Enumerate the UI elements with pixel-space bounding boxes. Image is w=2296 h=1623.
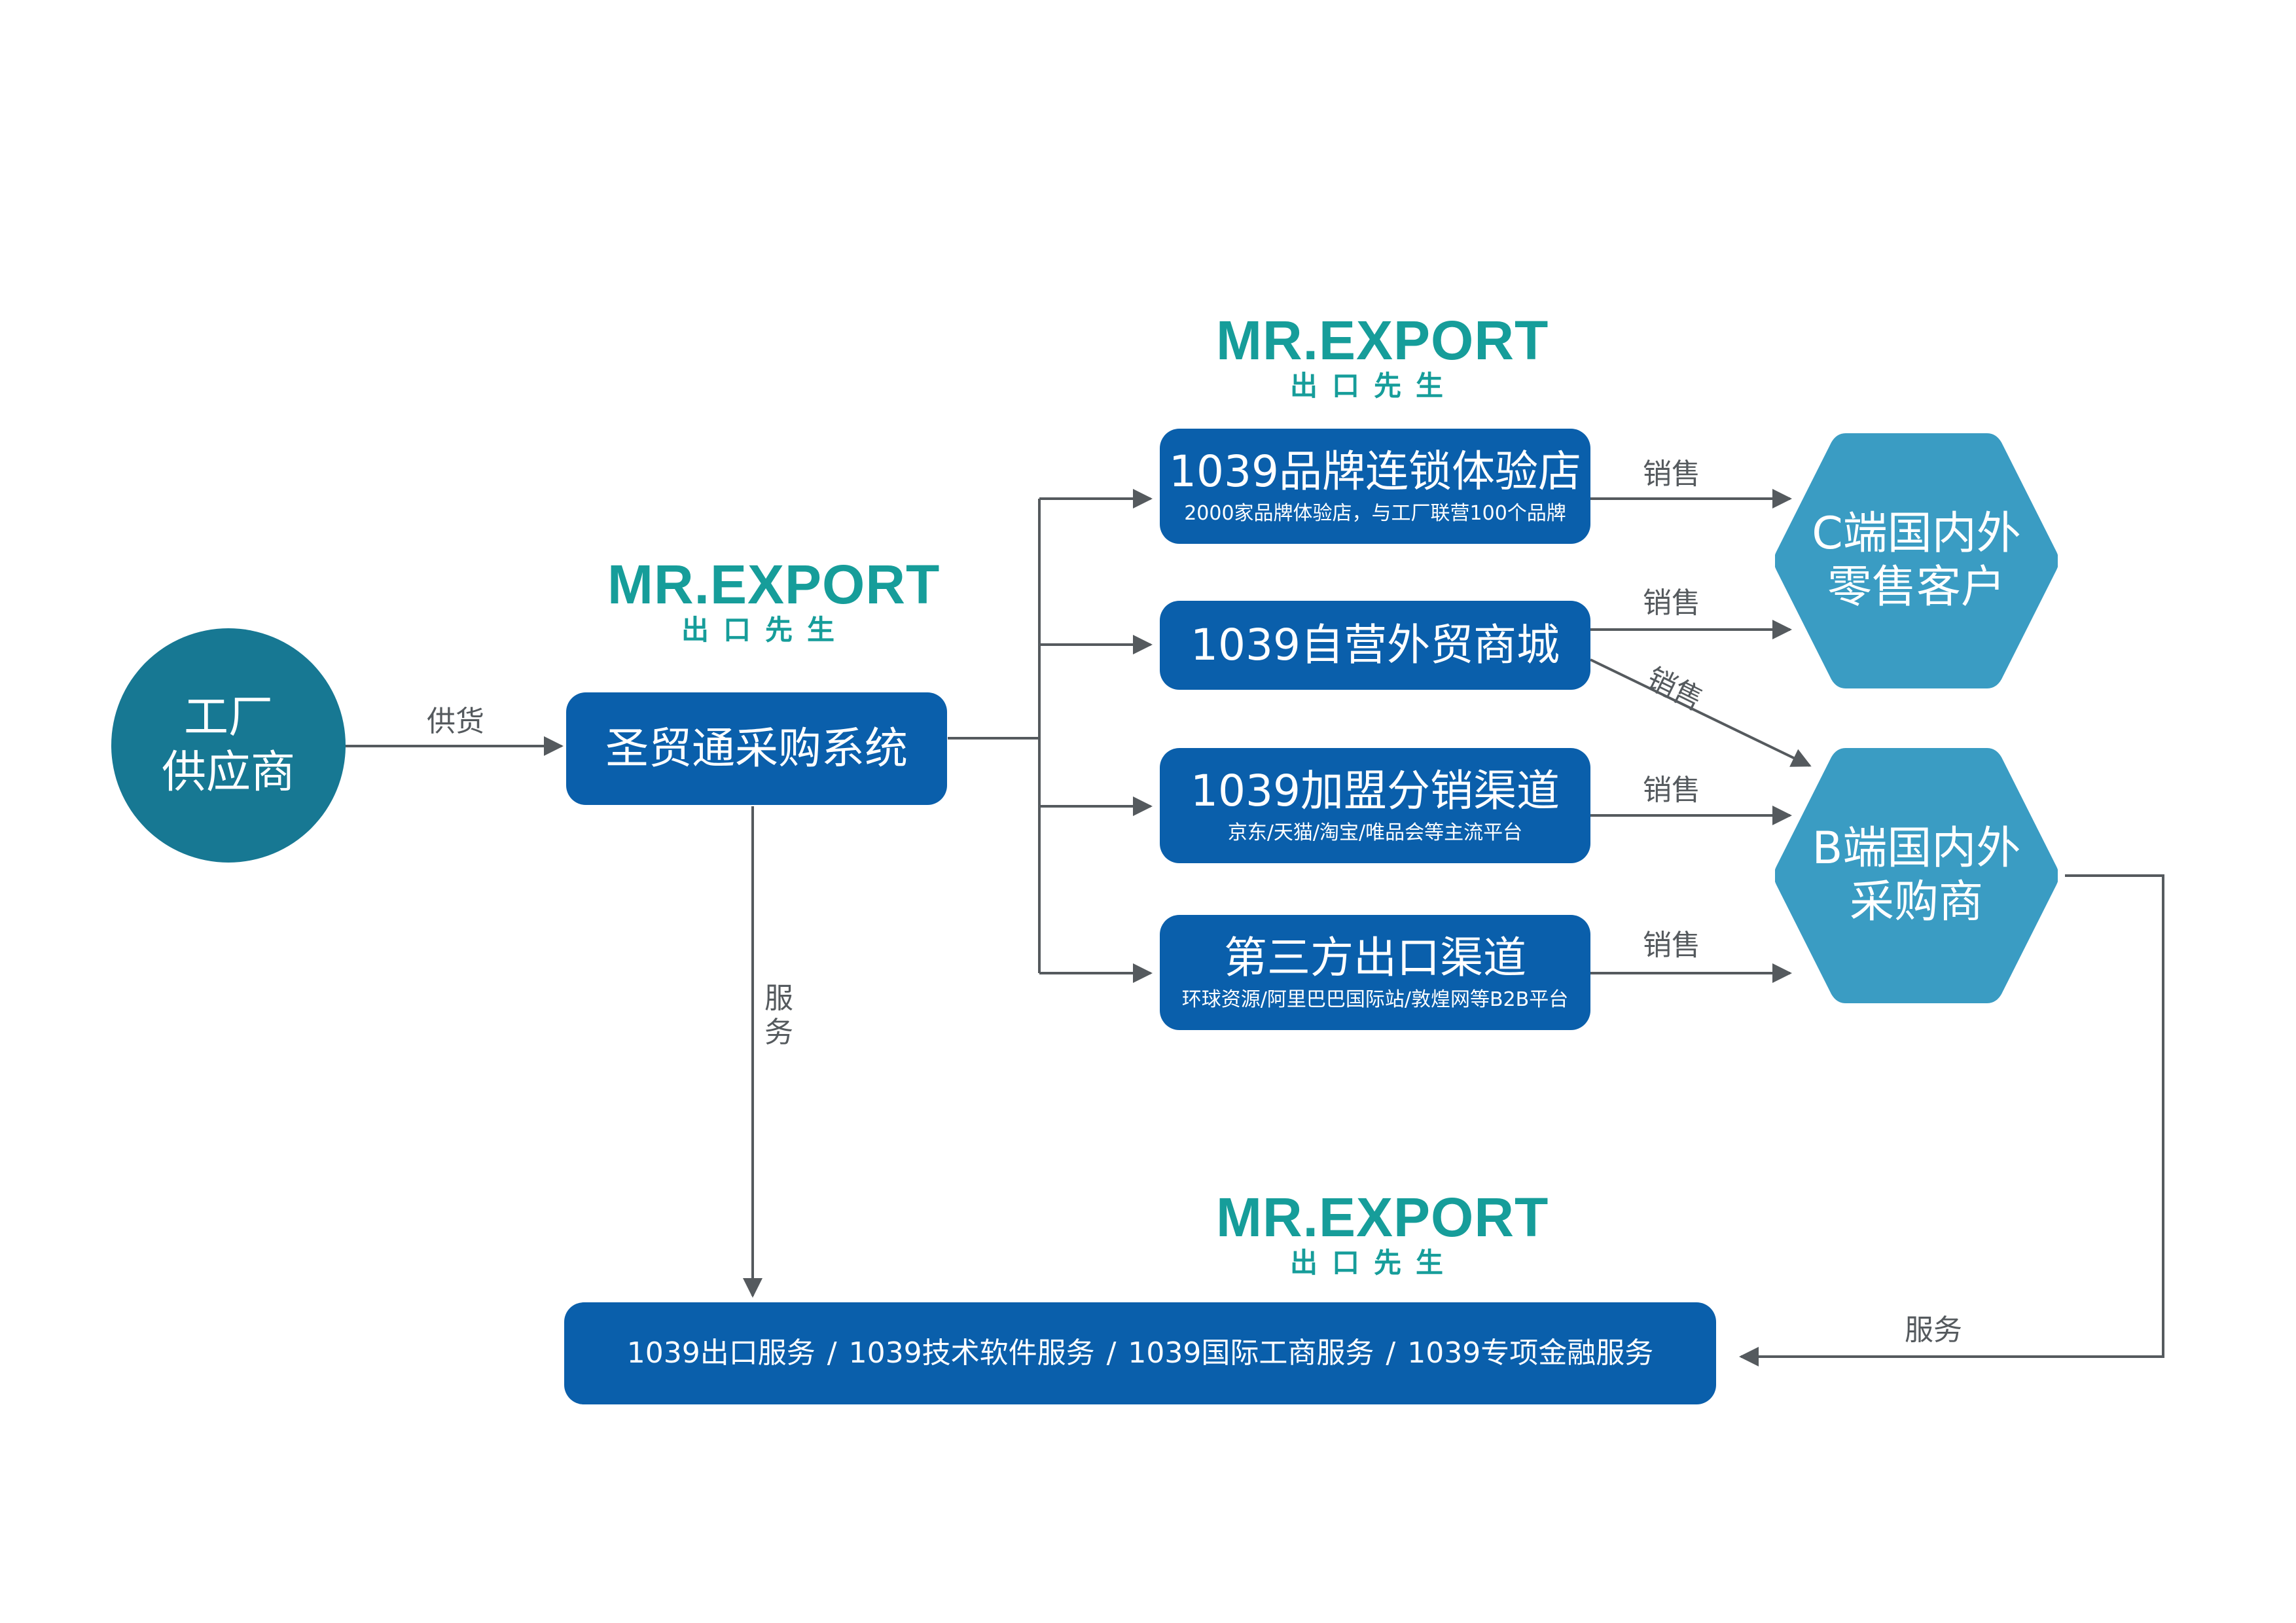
hexagon-shape <box>1775 433 2058 688</box>
sales-edge-label-2: 销售 <box>1643 586 1700 620</box>
service-edge-char: 服 <box>764 982 793 1015</box>
services-bar: 1039出口服务 / 1039技术软件服务 / 1039国际工商服务 / 103… <box>564 1302 1716 1404</box>
channel-title: 1039加盟分销渠道 <box>1191 766 1560 816</box>
factory-label-line2: 供应商 <box>161 747 295 798</box>
service-item: 1039专项金融服务 <box>1407 1336 1654 1370</box>
channel-title: 第三方出口渠道 <box>1224 933 1526 983</box>
channel-title: 1039品牌连锁体验店 <box>1169 446 1581 497</box>
sales-edge-label-1: 销售 <box>1643 457 1700 491</box>
brand-logo-cn: 出口先生 <box>681 614 849 646</box>
channel-subtitle: 2000家品牌体验店，与工厂联营100个品牌 <box>1184 502 1566 525</box>
c-end-label-line1: C端国内外 <box>1812 508 2021 560</box>
b-end-buyers-node: B端国内外 采购商 <box>1775 748 2058 1003</box>
service-item: 1039出口服务 <box>626 1336 816 1370</box>
brand-logo-en: MR.EXPORT <box>1216 1186 1549 1248</box>
service-item: 1039技术软件服务 <box>848 1336 1095 1370</box>
b-end-label-line2: 采购商 <box>1849 876 1983 928</box>
service-separator: / <box>1106 1336 1117 1370</box>
hexagon-shape <box>1775 748 2058 1003</box>
brand-logo-bottom: MR.EXPORT 出口先生 <box>1216 1186 1549 1279</box>
service-separator: / <box>1386 1336 1396 1370</box>
factory-supplier-node: 工厂 供应商 <box>111 628 346 863</box>
sales-edge-label-4: 销售 <box>1643 929 1700 962</box>
brand-logo-top: MR.EXPORT 出口先生 <box>1216 310 1549 402</box>
factory-label-line1: 工厂 <box>183 692 273 743</box>
service-separator: / <box>827 1336 837 1370</box>
service-item: 1039国际工商服务 <box>1128 1336 1374 1370</box>
channel-subtitle: 京东/天猫/淘宝/唯品会等主流平台 <box>1227 821 1523 844</box>
channel-brand-stores: 1039品牌连锁体验店 2000家品牌体验店，与工厂联营100个品牌 <box>1160 429 1590 544</box>
b-end-label-line1: B端国内外 <box>1812 823 2021 874</box>
procurement-label: 圣贸通采购系统 <box>605 723 908 774</box>
brand-logo-cn: 出口先生 <box>1289 370 1458 402</box>
channel-franchise-distribution: 1039加盟分销渠道 京东/天猫/淘宝/唯品会等主流平台 <box>1160 748 1590 863</box>
brand-logo-en: MR.EXPORT <box>1216 310 1549 371</box>
c-end-label-line2: 零售客户 <box>1827 562 2005 613</box>
brand-logo-left: MR.EXPORT 出口先生 <box>607 554 941 647</box>
channel-subtitle: 环球资源/阿里巴巴国际站/敦煌网等B2B平台 <box>1181 988 1569 1011</box>
branch-trunk <box>948 499 1041 973</box>
sales-edge-label-3: 销售 <box>1643 774 1700 807</box>
supply-edge-label: 供货 <box>427 705 484 738</box>
service-edge-label-vertical: 服 务 <box>764 982 797 1050</box>
channel-title: 1039自营外贸商城 <box>1191 620 1560 670</box>
channel-trade-mall: 1039自营外贸商城 <box>1160 601 1590 690</box>
channel-third-party-export: 第三方出口渠道 环球资源/阿里巴巴国际站/敦煌网等B2B平台 <box>1160 915 1590 1030</box>
service-edge-label-return: 服务 <box>1905 1313 1962 1347</box>
brand-logo-en: MR.EXPORT <box>607 554 941 615</box>
c-end-customers-node: C端国内外 零售客户 <box>1775 433 2058 688</box>
procurement-system-node: 圣贸通采购系统 <box>566 692 947 805</box>
brand-logo-cn: 出口先生 <box>1289 1247 1458 1279</box>
sales-arrow-diagonal <box>1590 658 1812 767</box>
service-edge-char: 务 <box>764 1016 793 1049</box>
service-return-arrow <box>1739 874 2164 1366</box>
